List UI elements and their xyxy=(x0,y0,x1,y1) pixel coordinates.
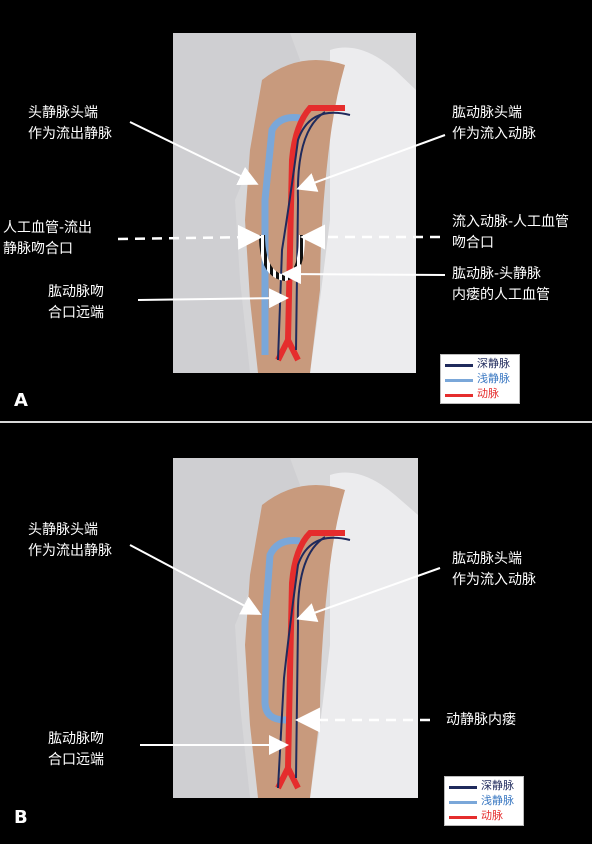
arrow-cephalic-head xyxy=(129,121,259,185)
sheet-right xyxy=(310,472,418,798)
artery xyxy=(275,105,345,362)
legend-artery: 动脉 xyxy=(477,387,499,400)
artery xyxy=(275,530,345,790)
panel-b-label: B xyxy=(14,807,28,828)
legend-superficial-vein: 浅静脉 xyxy=(481,794,514,807)
arrow-brachial-head xyxy=(296,567,441,623)
arrow-graft xyxy=(281,264,446,285)
label-graft-outflow: 人工血管-流出静脉吻合口 xyxy=(3,220,93,257)
legend-b: 深静脉 浅静脉 动脉 xyxy=(444,776,524,826)
label-distal-anastomosis: 肱动脉吻合口远端 xyxy=(48,284,104,321)
superficial-vein xyxy=(261,114,301,355)
label-inflow-graft: 流入动脉-人工血管吻合口 xyxy=(452,214,570,251)
panel-a: 头静脉头端作为流出静脉 肱动脉头端作为流入动脉 人工血管-流出静脉吻合口 流入动… xyxy=(0,0,592,421)
arrow-brachial-head xyxy=(296,134,446,192)
label-graft: 肱动脉-头静脉内瘘的人工血管 xyxy=(452,266,550,303)
legend-a: 深静脉 浅静脉 动脉 xyxy=(440,354,520,404)
arrow-cephalic-head xyxy=(129,544,262,615)
label-av-fistula: 动静脉内瘘 xyxy=(446,712,516,728)
deep-vein xyxy=(277,536,351,789)
superficial-vein xyxy=(261,537,301,724)
label-cephalic-head: 头静脉头端作为流出静脉 xyxy=(28,522,112,559)
legend-deep-vein: 深静脉 xyxy=(477,357,510,370)
panel-a-label: A xyxy=(14,390,28,411)
label-cephalic-head: 头静脉头端作为流出静脉 xyxy=(28,105,112,142)
panel-divider xyxy=(0,421,592,423)
panel-a-illustration xyxy=(117,33,446,373)
panel-b: 头静脉头端作为流出静脉 肱动脉头端作为流入动脉 动静脉内瘘 肱动脉吻合口远端 深… xyxy=(0,423,592,844)
panel-b-illustration xyxy=(129,458,441,798)
legend-artery: 动脉 xyxy=(481,809,503,822)
legend-superficial-vein: 浅静脉 xyxy=(477,372,510,385)
arrow-graft-outflow xyxy=(117,224,263,250)
label-brachial-head: 肱动脉头端作为流入动脉 xyxy=(452,105,536,142)
sheet-right xyxy=(310,47,416,373)
deep-vein xyxy=(277,111,351,361)
arrow-distal-anastomosis xyxy=(137,288,289,309)
label-distal-anastomosis: 肱动脉吻合口远端 xyxy=(48,731,104,768)
label-brachial-head: 肱动脉头端作为流入动脉 xyxy=(452,551,536,588)
legend-deep-vein: 深静脉 xyxy=(481,779,514,792)
